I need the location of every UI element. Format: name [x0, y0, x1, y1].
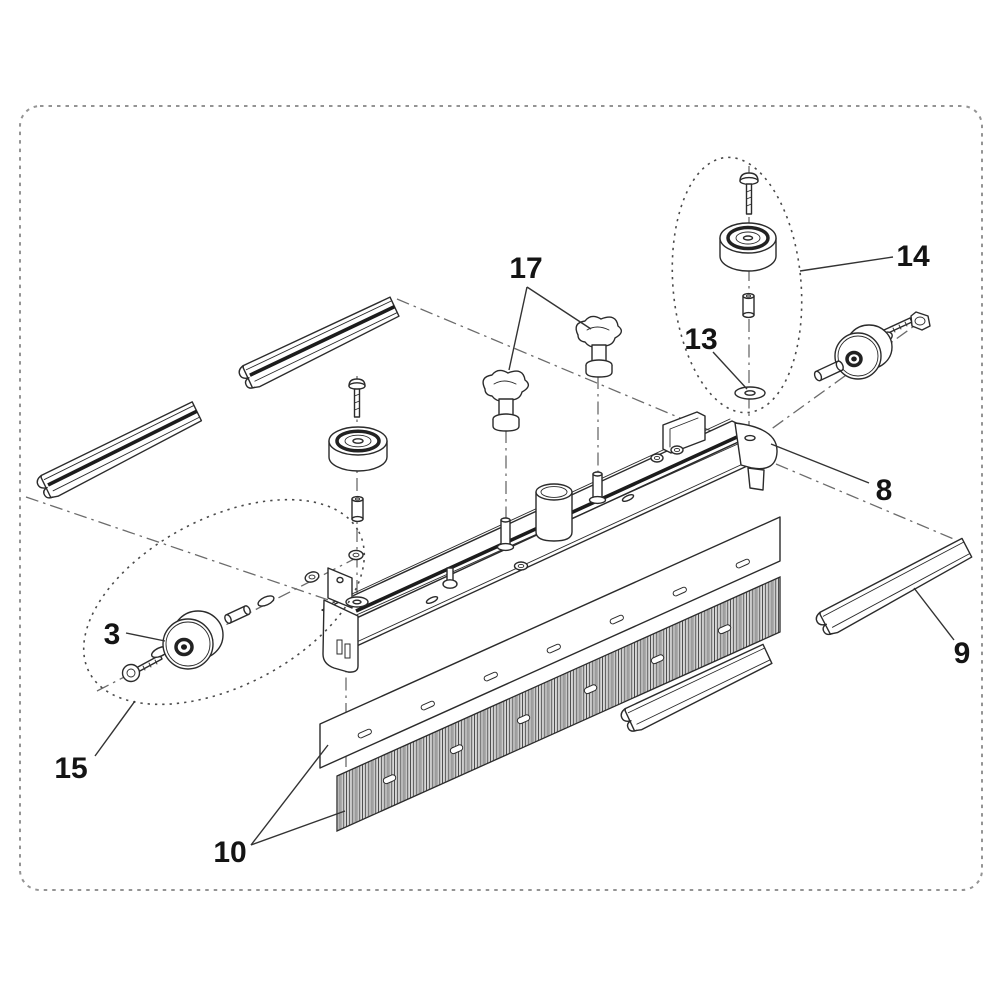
- nut: [304, 571, 320, 583]
- leader-10-upper: [250, 744, 329, 846]
- leader-15: [94, 700, 136, 757]
- beam-washer-hole: [352, 599, 362, 605]
- callout-13: 13: [684, 323, 717, 356]
- knob-stud-right: [588, 471, 607, 505]
- callout-15: 15: [54, 752, 87, 785]
- brush-slots: [382, 624, 732, 785]
- callout-9: 9: [954, 637, 971, 670]
- spacer: [224, 605, 251, 624]
- left-end-bracket: [327, 567, 353, 609]
- leader-9: [913, 587, 955, 641]
- hose-port-cylinder: [535, 483, 573, 542]
- leader-3: [125, 632, 166, 642]
- beam-u-bracket: [662, 411, 706, 454]
- bracket-hole: [336, 576, 344, 584]
- retainer-strip-upper-left: [238, 296, 400, 389]
- leader-8: [770, 443, 870, 484]
- callout-17: 17: [509, 252, 542, 285]
- knob-stud-left: [496, 517, 515, 552]
- callout-labels: 17 14 13 8 9 3 15 10: [54, 240, 970, 869]
- callout-8: 8: [876, 474, 893, 507]
- screw: [739, 172, 759, 215]
- retainer-strip-right-9: [815, 537, 973, 636]
- axis-right-caster: [769, 315, 929, 431]
- spacer: [742, 292, 755, 319]
- kit-15-dotted-ellipse: [82, 498, 366, 706]
- wheel-kit-circled-15: [82, 498, 366, 706]
- wing-knob-right: [575, 315, 623, 378]
- dashed-page-border: [19, 105, 983, 891]
- squeegee-frame-beam: [321, 411, 778, 673]
- alignment-line-beam-to-right-rail: [775, 463, 957, 541]
- retainer-strip-lower-left: [36, 401, 203, 499]
- end-cap-slot: [344, 643, 351, 659]
- spacer: [813, 360, 844, 382]
- retainer-strip-lower-center: [620, 643, 773, 732]
- bolt: [121, 654, 163, 683]
- wing-knob-left: [482, 369, 530, 432]
- end-cap-hole: [744, 434, 756, 442]
- washer: [257, 595, 275, 607]
- construction-lines: [25, 166, 957, 792]
- callout-3: 3: [104, 618, 121, 651]
- plate-slots: [357, 558, 750, 739]
- roller-stack-upper-left: [328, 378, 388, 523]
- caster-right: [813, 311, 931, 382]
- wheel: [834, 324, 893, 380]
- beam-top-hardware: [442, 445, 684, 589]
- roller-wheel: [328, 426, 388, 472]
- leader-17-right: [526, 286, 592, 330]
- leader-17-left: [508, 286, 528, 371]
- alignment-line-lower-left-rail: [25, 496, 353, 609]
- brush-mounting-plate: [319, 516, 781, 769]
- bolt: [883, 311, 931, 335]
- beam-top-slot: [621, 493, 635, 503]
- screw: [348, 378, 366, 418]
- alignment-line-upper-rail-to-beam: [396, 298, 762, 453]
- wheel-3: [162, 610, 224, 670]
- roller-kit-circled-14: [671, 156, 803, 414]
- roller-wheel: [719, 222, 777, 272]
- washer-13: [734, 386, 766, 400]
- beam-right-end-cap: [734, 422, 778, 470]
- leader-14: [799, 256, 894, 272]
- kit-14-dotted-ellipse: [671, 156, 803, 414]
- brush-strip: [336, 575, 781, 833]
- callout-14: 14: [896, 240, 930, 273]
- beam-top-slot: [425, 595, 439, 605]
- leader-10-lower: [250, 810, 346, 846]
- end-cap-foot: [747, 467, 765, 491]
- axis-nut: [348, 549, 364, 561]
- callout-10: 10: [213, 836, 246, 869]
- spacer: [351, 495, 364, 523]
- end-cap-slot: [336, 639, 343, 655]
- leader-13: [712, 351, 748, 390]
- leader-lines: [94, 256, 955, 846]
